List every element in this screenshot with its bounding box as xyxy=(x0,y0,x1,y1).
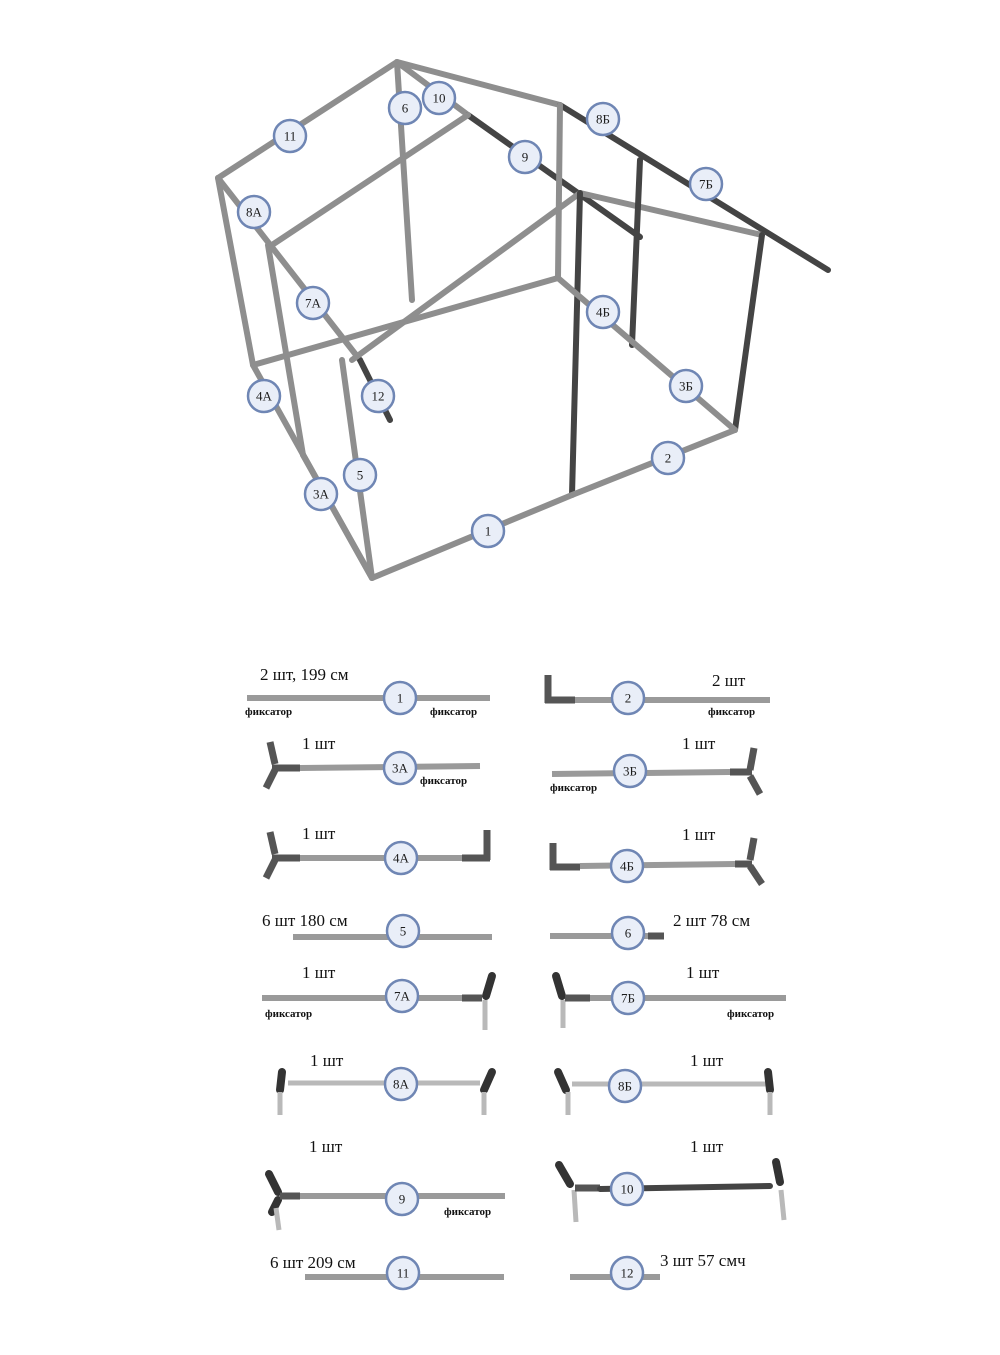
part-8b-qty: 1 шт xyxy=(690,1051,724,1070)
frame-label-1: 1 xyxy=(470,513,506,549)
part-5-label: 5 xyxy=(400,924,407,939)
frame-label-6: 6 xyxy=(387,90,423,126)
part-2: 2 2 шт фиксатор xyxy=(544,671,770,718)
svg-text:7А: 7А xyxy=(305,296,322,311)
part-4a-label: 4А xyxy=(393,851,410,866)
frame-label-10: 10 xyxy=(421,80,457,116)
frame-label-4a: 4А xyxy=(246,378,282,414)
part-12: 12 3 шт 57 смч xyxy=(570,1251,746,1291)
frame-label-5: 5 xyxy=(342,457,378,493)
part-7a-label: 7А xyxy=(394,989,411,1004)
part-4b-label: 4Б xyxy=(620,859,634,874)
part-3b-label: 3Б xyxy=(623,764,637,779)
part-7b: 7Б 1 шт фиксатор xyxy=(552,963,786,1028)
part-4a: 4А 1 шт xyxy=(262,824,491,880)
frame-label-4b: 4Б xyxy=(585,294,621,330)
part-3a-label: 3А xyxy=(392,761,409,776)
part-7b-label: 7Б xyxy=(621,991,635,1006)
part-4b-qty: 1 шт xyxy=(682,825,716,844)
part-3a-qty: 1 шт xyxy=(302,734,336,753)
part-9: 9 1 шт фиксатор xyxy=(265,1137,505,1231)
frame-label-7a: 7А xyxy=(295,285,331,321)
frame-label-7b: 7Б xyxy=(688,166,724,202)
part-7a-qty: 1 шт xyxy=(302,963,336,982)
part-11-qty: 6 шт 209 см xyxy=(270,1253,356,1272)
frame-label-3b: 3Б xyxy=(668,368,704,404)
part-7b-qty: 1 шт xyxy=(686,963,720,982)
svg-text:9: 9 xyxy=(522,150,529,165)
svg-text:2: 2 xyxy=(665,451,672,466)
frame-label-3a: 3А xyxy=(303,476,339,512)
part-9-qty: 1 шт xyxy=(309,1137,343,1156)
part-8b: 8Б 1 шт xyxy=(554,1051,774,1115)
part-10: 10 1 шт xyxy=(555,1137,787,1223)
svg-text:8Б: 8Б xyxy=(596,112,610,127)
part-3b-fix: фиксатор xyxy=(550,782,597,794)
part-11-label: 11 xyxy=(397,1266,410,1281)
frame-label-2: 2 xyxy=(650,440,686,476)
part-10-label: 10 xyxy=(621,1182,634,1197)
part-8a-label: 8А xyxy=(393,1077,410,1092)
part-12-label: 12 xyxy=(621,1266,634,1281)
svg-text:11: 11 xyxy=(284,129,297,144)
svg-text:12: 12 xyxy=(372,389,385,404)
part-3a: 3А 1 шт фиксатор xyxy=(262,734,481,790)
part-2-qty: 2 шт xyxy=(712,671,746,690)
frame-label-8a: 8А xyxy=(236,194,272,230)
part-3b: 3Б 1 шт фиксатор xyxy=(550,734,764,796)
part-1: 1 2 шт, 199 см фиксатор фиксатор xyxy=(245,665,490,718)
svg-text:8А: 8А xyxy=(246,205,263,220)
svg-text:7Б: 7Б xyxy=(699,177,713,192)
svg-text:1: 1 xyxy=(485,524,492,539)
part-8a-qty: 1 шт xyxy=(310,1051,344,1070)
part-7a-fix: фиксатор xyxy=(265,1008,312,1020)
frame-label-8b: 8Б xyxy=(585,101,621,137)
frame-label-12: 12 xyxy=(360,378,396,414)
part-1-label: 1 xyxy=(397,691,404,706)
part-1-fix-right: фиксатор xyxy=(430,706,477,718)
svg-text:6: 6 xyxy=(402,101,409,116)
svg-text:4Б: 4Б xyxy=(596,305,610,320)
part-12-qty: 3 шт 57 смч xyxy=(660,1251,746,1270)
part-3a-fix: фиксатор xyxy=(420,775,467,787)
part-4a-qty: 1 шт xyxy=(302,824,336,843)
part-9-fix: фиксатор xyxy=(444,1206,491,1218)
svg-text:5: 5 xyxy=(357,468,364,483)
part-11: 11 6 шт 209 см xyxy=(270,1253,504,1291)
part-2-fix: фиксатор xyxy=(708,706,755,718)
part-8b-label: 8Б xyxy=(618,1079,632,1094)
part-6: 6 2 шт 78 см xyxy=(550,911,750,951)
part-10-qty: 1 шт xyxy=(690,1137,724,1156)
part-7a: 7А 1 шт фиксатор xyxy=(262,963,496,1030)
part-1-qty: 2 шт, 199 см xyxy=(260,665,349,684)
svg-text:3А: 3А xyxy=(313,487,330,502)
part-5-qty: 6 шт 180 см xyxy=(262,911,348,930)
part-2-label: 2 xyxy=(625,691,632,706)
part-7b-fix: фиксатор xyxy=(727,1008,774,1020)
svg-text:3Б: 3Б xyxy=(679,379,693,394)
part-5: 5 6 шт 180 см xyxy=(262,911,492,949)
part-8a: 8А 1 шт xyxy=(276,1051,496,1115)
svg-text:10: 10 xyxy=(433,91,446,106)
svg-text:4А: 4А xyxy=(256,389,273,404)
part-3b-qty: 1 шт xyxy=(682,734,716,753)
part-6-label: 6 xyxy=(625,926,632,941)
frame-label-9: 9 xyxy=(507,139,543,175)
frame-label-11: 11 xyxy=(272,118,308,154)
part-4b: 4Б 1 шт xyxy=(549,825,765,886)
part-6-qty: 2 шт 78 см xyxy=(673,911,750,930)
part-9-label: 9 xyxy=(399,1192,406,1207)
part-1-fix-left: фиксатор xyxy=(245,706,292,718)
